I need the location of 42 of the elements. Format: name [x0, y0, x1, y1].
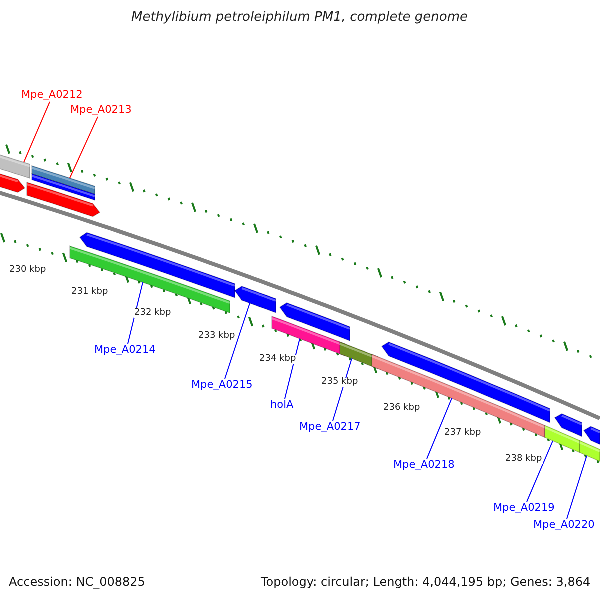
scale-label: 231 kbp [70, 288, 110, 297]
leader-line [526, 440, 554, 502]
scale-label: 232 kbp [134, 309, 172, 318]
gene-label: Mpe_A0217 [300, 422, 361, 432]
gene-feature [279, 302, 350, 342]
leader-line [224, 302, 250, 380]
gene-feature [544, 425, 580, 454]
gene-feature [580, 440, 600, 462]
leader-line [332, 358, 352, 422]
leader-line [284, 338, 300, 400]
gene-label: Mpe_A0213 [70, 105, 132, 116]
gene-feature [0, 154, 30, 179]
gene-feature [372, 354, 546, 438]
gene-label: Mpe_A0220 [534, 520, 595, 530]
leader-line [70, 116, 98, 179]
leader-line [426, 398, 452, 460]
gene-feature [32, 173, 96, 201]
title: Methylibium petroleiphilum PM1, complete genome [132, 11, 468, 24]
gene-feature [554, 414, 582, 438]
gene-label: Mpe_A0218 [394, 460, 455, 470]
scale-label: 230 kbp [8, 266, 48, 275]
gene-label: Mpe_A0212 [22, 90, 83, 100]
gene-label: holA [270, 400, 294, 410]
leader-line [24, 102, 50, 163]
gene-label: Mpe_A0215 [192, 380, 253, 390]
footer-text: Accession: NC_008825 [9, 576, 146, 588]
scale-label: 234 kbp [258, 355, 298, 364]
gene-label: Mpe_A0219 [494, 503, 555, 514]
scale-label: 238 kbp [504, 455, 544, 464]
gene-label: Mpe_A0214 [94, 345, 156, 356]
gene-feature [26, 182, 101, 218]
scale-label: 236 kbp [382, 404, 422, 413]
gene-feature [32, 165, 96, 195]
scale-label: 233 kbp [198, 332, 236, 341]
leader-line [566, 455, 588, 520]
scale-label: 235 kbp [320, 378, 360, 387]
scale-label: 237 kbp [444, 429, 482, 438]
gene-feature [583, 426, 600, 446]
gene-feature [381, 342, 550, 424]
gene-feature [234, 286, 276, 314]
footer-text: Topology: circular; Length: 4,044,195 bp; Genes: 3,864 [261, 576, 591, 588]
gene-feature [0, 173, 26, 194]
